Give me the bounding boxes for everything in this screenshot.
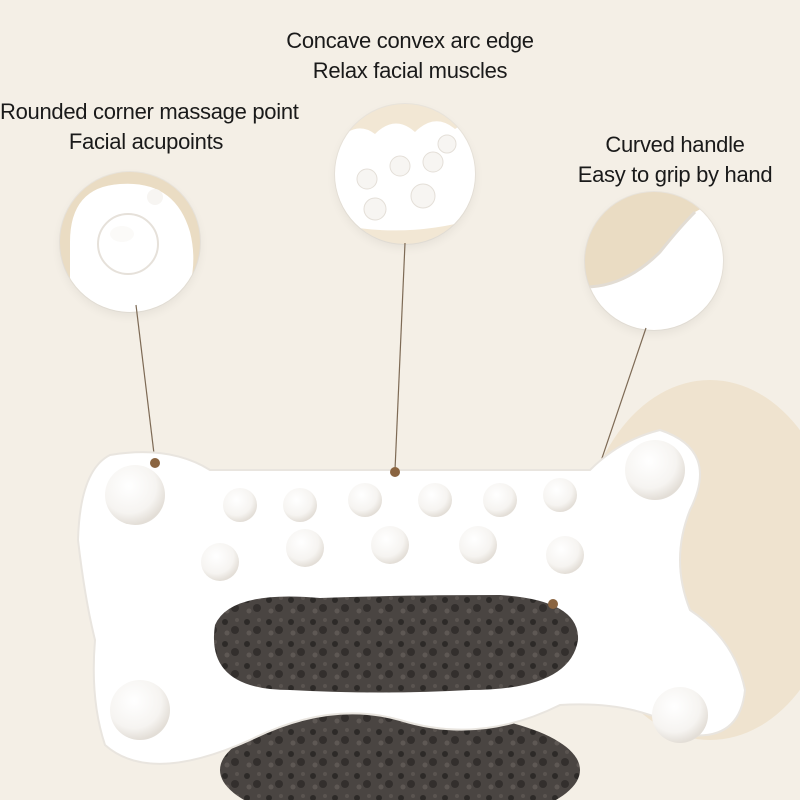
callout-subtitle: Relax facial muscles [312, 58, 508, 83]
callout-title: Rounded corner massage point [0, 99, 299, 124]
detail-circle-corner [60, 172, 200, 312]
callout-rounded-corner: Rounded corner massage point Facial acup… [0, 97, 299, 157]
callout-title: Curved handle [605, 132, 745, 157]
callout-title: Concave convex arc edge [286, 28, 534, 53]
detail-circle-arc-edge [335, 104, 475, 244]
callout-arc-edge: Concave convex arc edge Relax facial mus… [270, 26, 550, 86]
callout-subtitle: Facial acupoints [68, 129, 224, 154]
detail-circle-handle [585, 192, 723, 330]
leader-dot-middle [390, 467, 400, 477]
pumice-stone-bottom [220, 710, 580, 800]
callout-curved-handle: Curved handle Easy to grip by hand [560, 130, 790, 190]
callout-subtitle: Easy to grip by hand [577, 162, 773, 187]
leader-dot-left [150, 458, 160, 468]
massage-bumps [105, 440, 708, 743]
leader-dot-right [548, 599, 558, 609]
pumice-stone-window [213, 595, 579, 693]
